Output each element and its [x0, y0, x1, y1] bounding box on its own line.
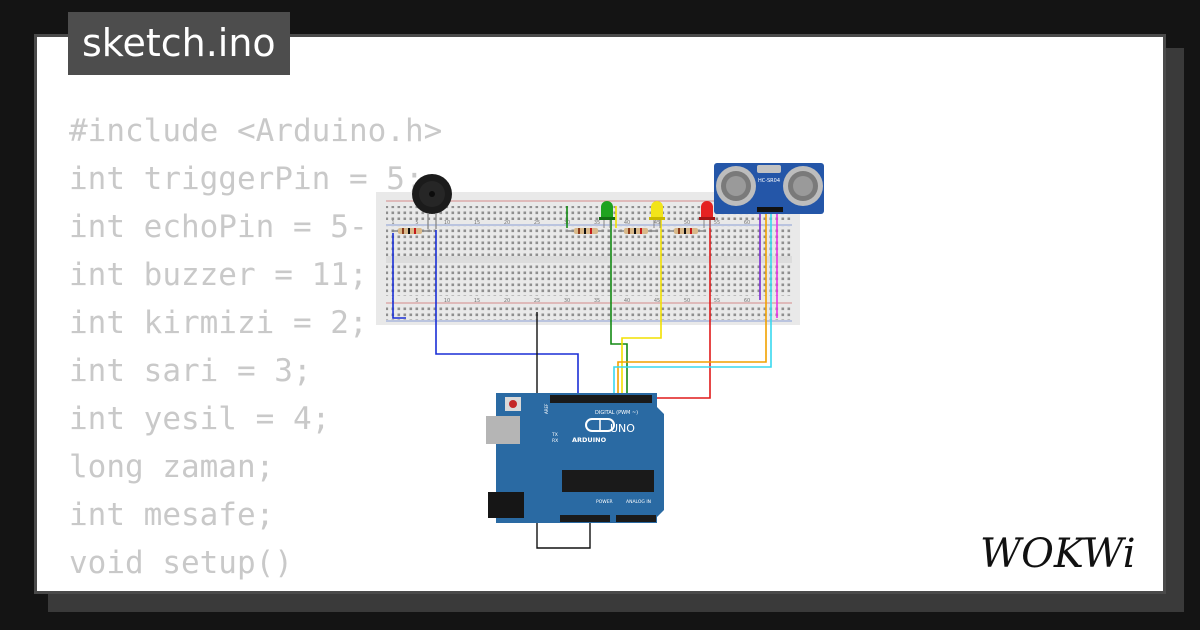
breadboard-column-number: 50	[684, 220, 690, 226]
wire-green[interactable]	[610, 220, 628, 398]
digital-header	[550, 395, 652, 403]
wire-orange[interactable]	[617, 212, 767, 398]
reset-button[interactable]	[509, 400, 517, 408]
led-red[interactable]	[699, 201, 715, 228]
resistor[interactable]	[568, 228, 604, 234]
code-line: void setup()	[69, 545, 293, 581]
breadboard-column-number: 10	[444, 298, 450, 304]
analog-pins-label: ANALOG IN	[626, 499, 651, 505]
code-line: int yesil = 4;	[69, 401, 331, 437]
code-line: int echoPin = 5-	[69, 209, 368, 245]
breadboard-column-number: 15	[474, 220, 480, 226]
arduino-model-label: UNO	[610, 422, 635, 435]
breadboard-column-number: 45	[654, 298, 660, 304]
breadboard-column-number: 35	[594, 298, 600, 304]
analog-header	[616, 515, 656, 522]
led-green[interactable]	[599, 201, 615, 228]
resistor[interactable]	[392, 228, 432, 234]
breadboard-column-number: 15	[474, 298, 480, 304]
breadboard-column-number: 50	[684, 298, 690, 304]
sensor-model-label: HC-SR04	[758, 178, 780, 184]
power-rail-top	[386, 206, 792, 220]
code-line: int triggerPin = 5;	[69, 161, 424, 197]
usb-port	[486, 416, 520, 444]
code-background: #include <Arduino.h> int triggerPin = 5; i…	[69, 107, 443, 591]
power-pins-label: POWER	[596, 499, 613, 505]
breadboard-column-number: 25	[534, 220, 540, 226]
power-jack	[488, 492, 524, 518]
breadboard-column-number: 55	[714, 298, 720, 304]
terminal-strip-bottom	[386, 264, 792, 296]
breadboard-column-number: 45	[654, 220, 660, 226]
wire-cyan[interactable]	[613, 212, 772, 398]
wire-yellow[interactable]	[621, 220, 662, 398]
breadboard-column-number: 20	[504, 220, 510, 226]
breadboard-column-number: 35	[594, 220, 600, 226]
file-name-tab[interactable]: sketch.ino	[68, 12, 290, 75]
resistor[interactable]	[668, 228, 706, 234]
breadboard-column-number: 5	[415, 220, 418, 226]
tx-label: TX	[551, 432, 558, 438]
breadboard-column-number: 30	[564, 298, 570, 304]
wokwi-logo: WOKWi	[980, 531, 1136, 577]
power-header	[560, 515, 610, 522]
breadboard-column-number: 20	[504, 298, 510, 304]
resistor[interactable]	[618, 228, 656, 234]
breadboard-column-number: 1	[391, 220, 394, 226]
wire-blue[interactable]	[392, 233, 406, 319]
buzzer[interactable]	[412, 174, 452, 229]
wokwi-logo-text: WOKWi	[980, 531, 1136, 577]
code-line: #include <Arduino.h>	[69, 113, 443, 149]
breadboard-column-number: 25	[534, 298, 540, 304]
rx-label: RX	[552, 438, 558, 444]
breadboard-column-number: 40	[624, 220, 630, 226]
code-line: long zaman;	[69, 449, 275, 485]
ultrasonic-sensor[interactable]: HC-SR04	[714, 163, 824, 214]
power-rail-bottom	[386, 306, 792, 320]
wire-blue[interactable]	[435, 230, 579, 398]
code-line: int sari = 3;	[69, 353, 312, 389]
breadboard-column-number: 10	[444, 220, 450, 226]
breadboard-column-number: 60	[744, 298, 750, 304]
code-line: int buzzer = 11;	[69, 257, 368, 293]
breadboard-column-number: 40	[624, 298, 630, 304]
led-yellow[interactable]	[649, 201, 665, 228]
code-line: int kirmizi = 2;	[69, 305, 368, 341]
arduino-brand-label: ARDUINO	[572, 436, 607, 444]
code-line: int mesafe;	[69, 497, 275, 533]
arduino-uno-board[interactable]: UNO ARDUINO DIGITAL (PWM ~) POWER ANALOG…	[486, 393, 664, 523]
breadboard-column-number: 55	[714, 220, 720, 226]
breadboard-column-number: 60	[744, 220, 750, 226]
digital-pins-label: DIGITAL (PWM ~)	[595, 410, 638, 416]
breadboard-column-number: 5	[415, 298, 418, 304]
aref-label: AREF	[544, 403, 549, 414]
microcontroller-chip	[562, 470, 654, 492]
arduino-infinity-logo	[585, 418, 615, 432]
